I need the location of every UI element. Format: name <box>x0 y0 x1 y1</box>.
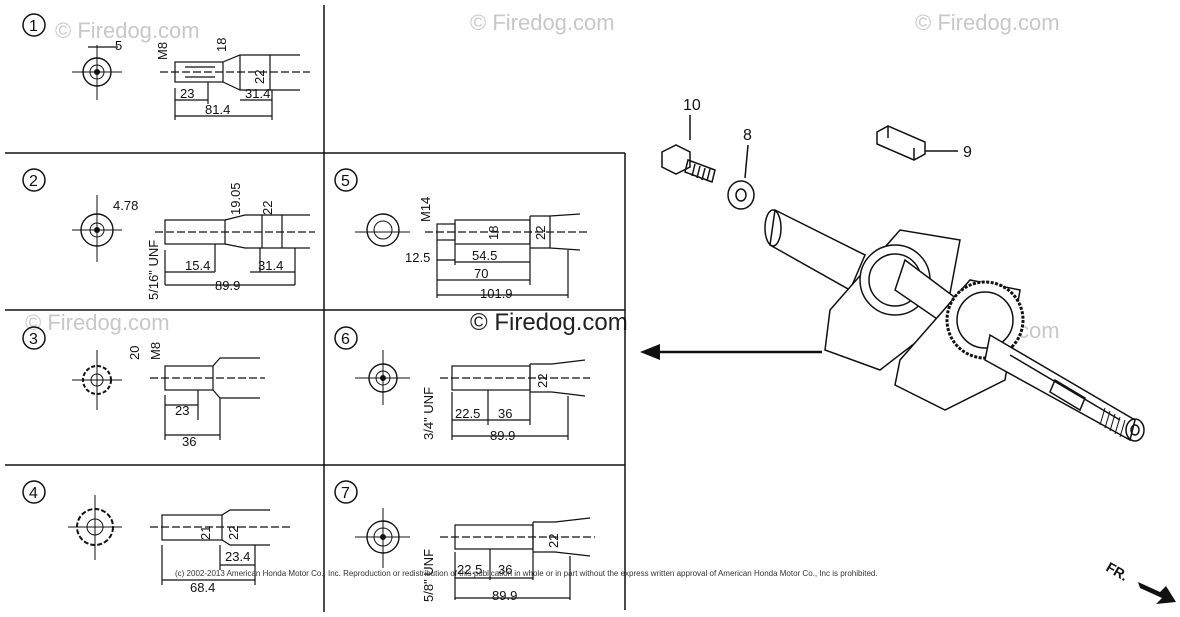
dim-label: 31.4 <box>245 86 270 101</box>
variant-7: 7 22 5/8" UNF 22.5 36 89.9 <box>334 480 595 603</box>
dim-label: 5 <box>115 38 122 53</box>
dim-label: 101.9 <box>480 286 513 301</box>
crankshaft-icon <box>764 208 1145 442</box>
dim-label: 21 <box>198 526 213 540</box>
washer-icon <box>727 144 755 210</box>
variant-number: 3 <box>29 331 38 348</box>
front-arrow-icon <box>1138 582 1176 604</box>
dim-label: 89.9 <box>490 428 515 443</box>
dim-label: 81.4 <box>205 102 230 117</box>
variant-number: 2 <box>29 173 38 190</box>
dim-label: 68.4 <box>190 580 215 595</box>
watermark: © Firedog.com <box>25 310 170 335</box>
dim-label: 5/8" UNF <box>421 549 436 602</box>
variant-4: 4 21 22 23.4 68.4 <box>22 480 290 595</box>
dim-label: 12.5 <box>405 250 430 265</box>
watermark: © Firedog.com <box>55 18 200 43</box>
dim-label: 23 <box>175 403 189 418</box>
variant-number: 7 <box>341 485 350 502</box>
variant-3: 3 20 M8 23 36 <box>22 326 265 449</box>
dim-label: 3/4" UNF <box>421 387 436 440</box>
dim-label: 23 <box>180 86 194 101</box>
variant-number: 1 <box>29 18 38 35</box>
variant-6: 6 22 3/4" UNF 22.5 36 89.9 <box>334 326 590 443</box>
dim-label: 22.5 <box>457 562 482 577</box>
dim-label: 22 <box>260 201 275 215</box>
dim-label: 18 <box>214 38 229 52</box>
variant-number-circle <box>22 13 46 37</box>
bolt-icon <box>661 115 716 183</box>
grid-frame <box>5 5 626 612</box>
dim-label: M14 <box>418 197 433 222</box>
dim-label: 22 <box>252 70 267 84</box>
watermark: © Firedog.com <box>470 10 615 35</box>
dim-label: M8 <box>148 342 163 360</box>
dim-label: 22.5 <box>455 406 480 421</box>
dim-label: 36 <box>498 406 512 421</box>
part-number-washer: 8 <box>743 127 752 144</box>
key-icon <box>876 125 958 161</box>
reference-arrow <box>640 344 822 360</box>
dim-label: 89.9 <box>215 278 240 293</box>
variant-number: 5 <box>341 173 350 190</box>
dim-label: 22 <box>546 534 561 548</box>
dim-label: 36 <box>498 562 512 577</box>
dim-label: 23.4 <box>225 549 250 564</box>
dim-label: 5/16" UNF <box>146 240 161 300</box>
dim-label: 18 <box>486 226 501 240</box>
front-label: FR. <box>1104 559 1132 584</box>
dim-label: 22 <box>533 226 548 240</box>
variant-5: 5 M14 18 22 12.5 54.5 70 101.9 <box>334 168 590 301</box>
variant-number: 4 <box>29 485 38 502</box>
front-direction-indicator: FR. <box>1104 559 1176 604</box>
dim-label: 15.4 <box>185 258 210 273</box>
dim-label: 31.4 <box>258 258 283 273</box>
dim-label: 89.9 <box>492 588 517 603</box>
part-number-key: 9 <box>963 144 972 161</box>
dim-label: M8 <box>155 42 170 60</box>
part-number-bolt: 10 <box>683 97 701 114</box>
dim-label: 4.78 <box>113 198 138 213</box>
dim-label: 22 <box>535 374 550 388</box>
dim-label: 54.5 <box>472 248 497 263</box>
dim-label: 20 <box>127 346 142 360</box>
dim-label: 22 <box>226 526 241 540</box>
variant-1: 1 5 M8 18 22 23 31.4 81.4 <box>22 13 310 120</box>
copyright-notice: (c) 2002-2013 American Honda Motor Co., … <box>175 569 878 578</box>
variant-number: 6 <box>341 331 350 348</box>
dim-label: 36 <box>182 434 196 449</box>
dim-label: 19.05 <box>228 182 243 215</box>
variant-2: 2 4.78 19.05 22 5/16" UNF 15.4 31.4 89.9 <box>22 168 315 300</box>
watermark-center: © Firedog.com <box>470 309 628 336</box>
dim-label: 70 <box>474 266 488 281</box>
watermark: © Firedog.com <box>915 10 1060 35</box>
